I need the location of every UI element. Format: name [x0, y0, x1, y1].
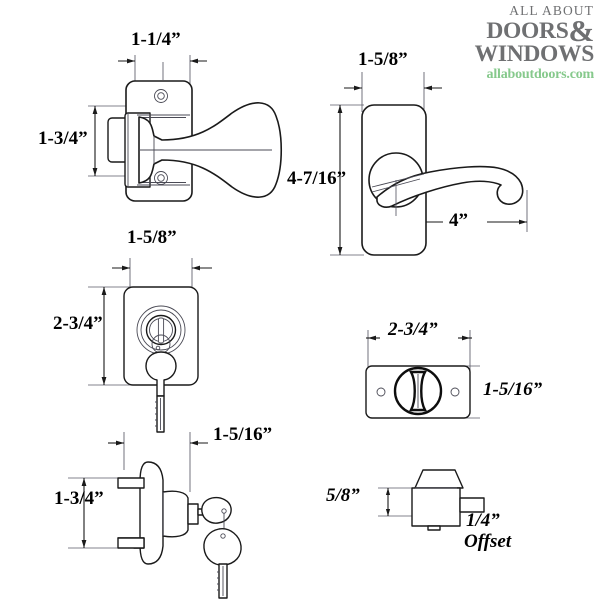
dim-thumbturn-side-height: 5/8”	[326, 485, 360, 506]
logo-line-doors: DOORS&	[434, 15, 594, 46]
dim-lever-plate-height: 4-7/16”	[287, 168, 347, 189]
logo-website: allaboutdoors.com	[486, 66, 595, 82]
dim-thumb-latch-height: 1-3/4”	[38, 128, 88, 149]
dim-lever-length: 4”	[449, 210, 468, 231]
diagram-thumbturn-plate-front	[365, 330, 480, 419]
logo-line-all-about: ALL ABOUT	[509, 3, 594, 18]
dim-thumbturn-offset-label: Offset	[464, 531, 512, 552]
dim-thumbturn-plate-width: 2-3/4”	[388, 319, 438, 340]
dim-key-cylinder-height: 2-3/4”	[53, 313, 103, 334]
diagram-key-cylinder-front	[88, 258, 212, 433]
diagram-thumbturn-side	[378, 469, 485, 531]
dim-key-cylinder-side-height: 1-3/4”	[54, 488, 104, 509]
logo-doors-text: DOORS	[486, 17, 569, 44]
dim-thumb-latch-width: 1-1/4”	[131, 29, 181, 50]
dim-lever-plate-width: 1-5/8”	[358, 49, 408, 70]
dim-key-cylinder-width: 1-5/8”	[127, 227, 177, 248]
diagram-thumb-turn-latch-front	[88, 55, 282, 202]
company-logo: ALL ABOUT DOORS& WINDOWS allaboutdoors.c…	[434, 3, 595, 82]
diagram-lever-handle	[330, 72, 528, 256]
diagram-key-cylinder-side	[68, 432, 242, 599]
dim-thumbturn-offset-value: 1/4”	[466, 510, 500, 531]
logo-ampersand: &	[568, 12, 594, 48]
logo-line-windows: WINDOWS	[474, 41, 595, 68]
dim-thumbturn-plate-height: 1-5/16”	[483, 379, 543, 400]
dim-key-cylinder-depth: 1-5/16”	[213, 424, 273, 445]
